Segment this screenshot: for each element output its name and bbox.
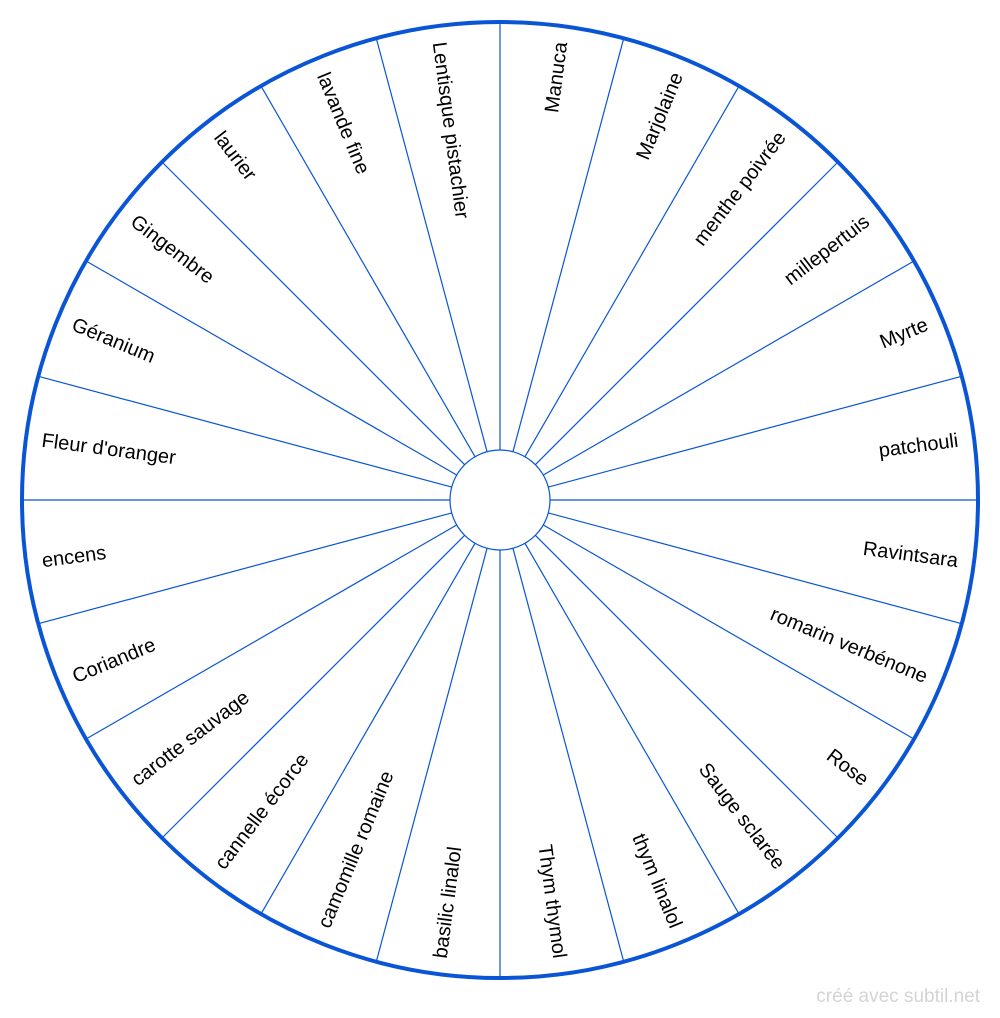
segment-label: Ravintsara <box>862 538 961 572</box>
segment-label: Coriandre <box>69 634 159 688</box>
wheel-rim <box>20 20 980 980</box>
segment-divider <box>543 524 915 740</box>
segment-divider <box>260 85 476 457</box>
segment-label: Marjolaine <box>632 69 688 163</box>
segment-label: Sauge sclarée <box>694 759 789 874</box>
segment-label: Fleur d'oranger <box>40 430 177 469</box>
segment-divider <box>38 512 452 625</box>
segment-label: cannelle écorce <box>211 749 314 874</box>
segment-divider <box>548 512 962 625</box>
segment-divider <box>161 534 466 839</box>
segment-divider <box>38 375 452 488</box>
segment-label: carotte sauvage <box>127 687 253 791</box>
segment-divider <box>375 548 488 962</box>
segment-divider <box>534 534 839 839</box>
segment-label: Lentisque pistachier <box>428 41 473 221</box>
segment-label: Myrte <box>877 314 932 353</box>
segment-label: Gingembre <box>126 211 218 289</box>
segment-label: Manuca <box>541 40 572 114</box>
segment-divider <box>375 38 488 452</box>
segment-divider <box>534 161 839 466</box>
segment-divider <box>512 38 625 452</box>
segment-divider <box>260 543 476 915</box>
segment-label: Géranium <box>69 314 159 368</box>
segment-label: millepertuis <box>780 211 874 290</box>
segment-divider <box>85 524 457 740</box>
segment-divider <box>161 161 466 466</box>
segment-label: Thym thymol <box>533 843 570 959</box>
segment-divider <box>524 85 740 457</box>
segment-label: romarin verbénone <box>767 603 931 688</box>
segment-label: laurier <box>209 127 260 185</box>
segment-divider <box>85 260 457 476</box>
segment-label: patchouli <box>877 430 959 462</box>
segment-label: Rose <box>822 745 872 791</box>
credit-link[interactable]: créé avec subtil.net <box>816 986 980 1007</box>
segment-divider <box>524 543 740 915</box>
segment-divider <box>512 548 625 962</box>
wheel-hub[interactable] <box>449 449 551 551</box>
segment-label: lavande fine <box>312 69 374 177</box>
segment-divider <box>548 375 962 488</box>
segment-label: thym linalol <box>627 831 686 932</box>
segment-divider <box>543 260 915 476</box>
segment-label: basilic linalol <box>430 845 466 959</box>
segment-label: camomille romaine <box>314 768 399 931</box>
segment-label: encens <box>41 542 108 572</box>
